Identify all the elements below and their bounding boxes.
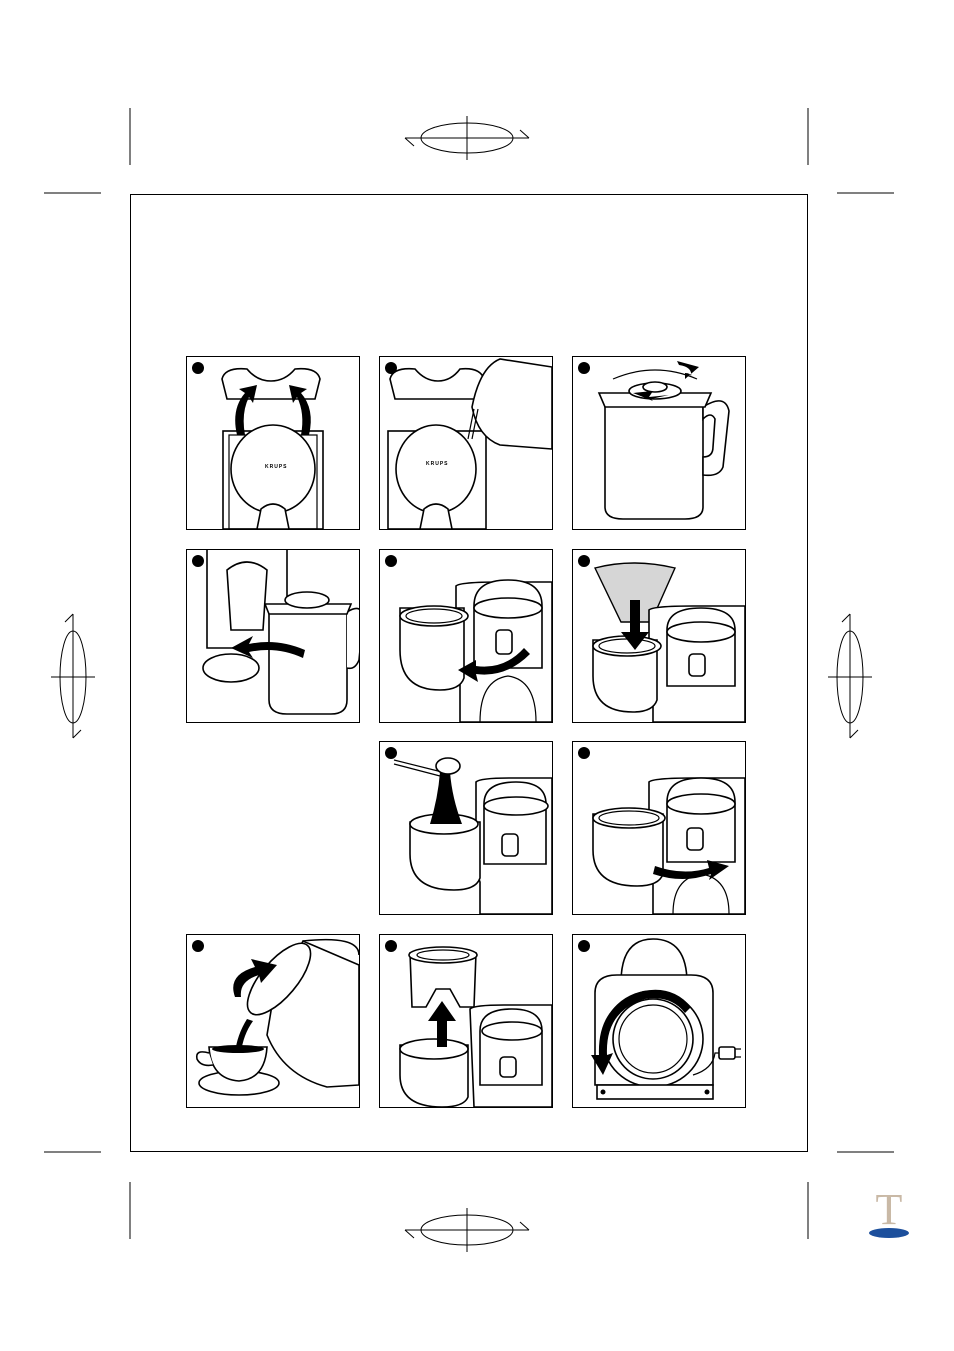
panel-4 (186, 549, 360, 723)
swing-filter-out-icon (380, 550, 552, 722)
panel-9 (186, 934, 360, 1108)
step-marker (192, 555, 204, 567)
panel-3 (572, 356, 746, 530)
panel-10 (379, 934, 553, 1108)
step-marker (385, 940, 397, 952)
step-marker (578, 362, 590, 374)
step-marker (192, 940, 204, 952)
step-marker (385, 555, 397, 567)
panel-1: KRUPS (186, 356, 360, 530)
tab-letter: T (866, 1188, 912, 1232)
panel-8 (572, 741, 746, 915)
panel-5 (379, 549, 553, 723)
step-marker (192, 362, 204, 374)
add-ground-coffee-icon (380, 742, 552, 914)
panel-6 (572, 549, 746, 723)
pour-coffee-icon (187, 935, 359, 1107)
remove-filter-holder-icon (380, 935, 552, 1107)
swing-filter-in-icon (573, 742, 745, 914)
panel-2: KRUPS (379, 356, 553, 530)
place-carafe-icon (187, 550, 359, 722)
panel-7 (379, 741, 553, 915)
fill-water-icon (380, 357, 552, 529)
step-marker (578, 940, 590, 952)
tab-oval (869, 1228, 909, 1238)
cord-storage-icon (573, 935, 745, 1107)
language-tab-mark: T (866, 1188, 912, 1240)
step-marker (578, 747, 590, 759)
turn-carafe-lid-icon (573, 357, 745, 529)
brand-label: KRUPS (265, 464, 288, 470)
open-lid-icon (187, 357, 359, 529)
panel-11 (572, 934, 746, 1108)
step-marker (385, 362, 397, 374)
step-marker (578, 555, 590, 567)
step-marker (385, 747, 397, 759)
brand-label: KRUPS (426, 461, 449, 467)
insert-paper-filter-icon (573, 550, 745, 722)
